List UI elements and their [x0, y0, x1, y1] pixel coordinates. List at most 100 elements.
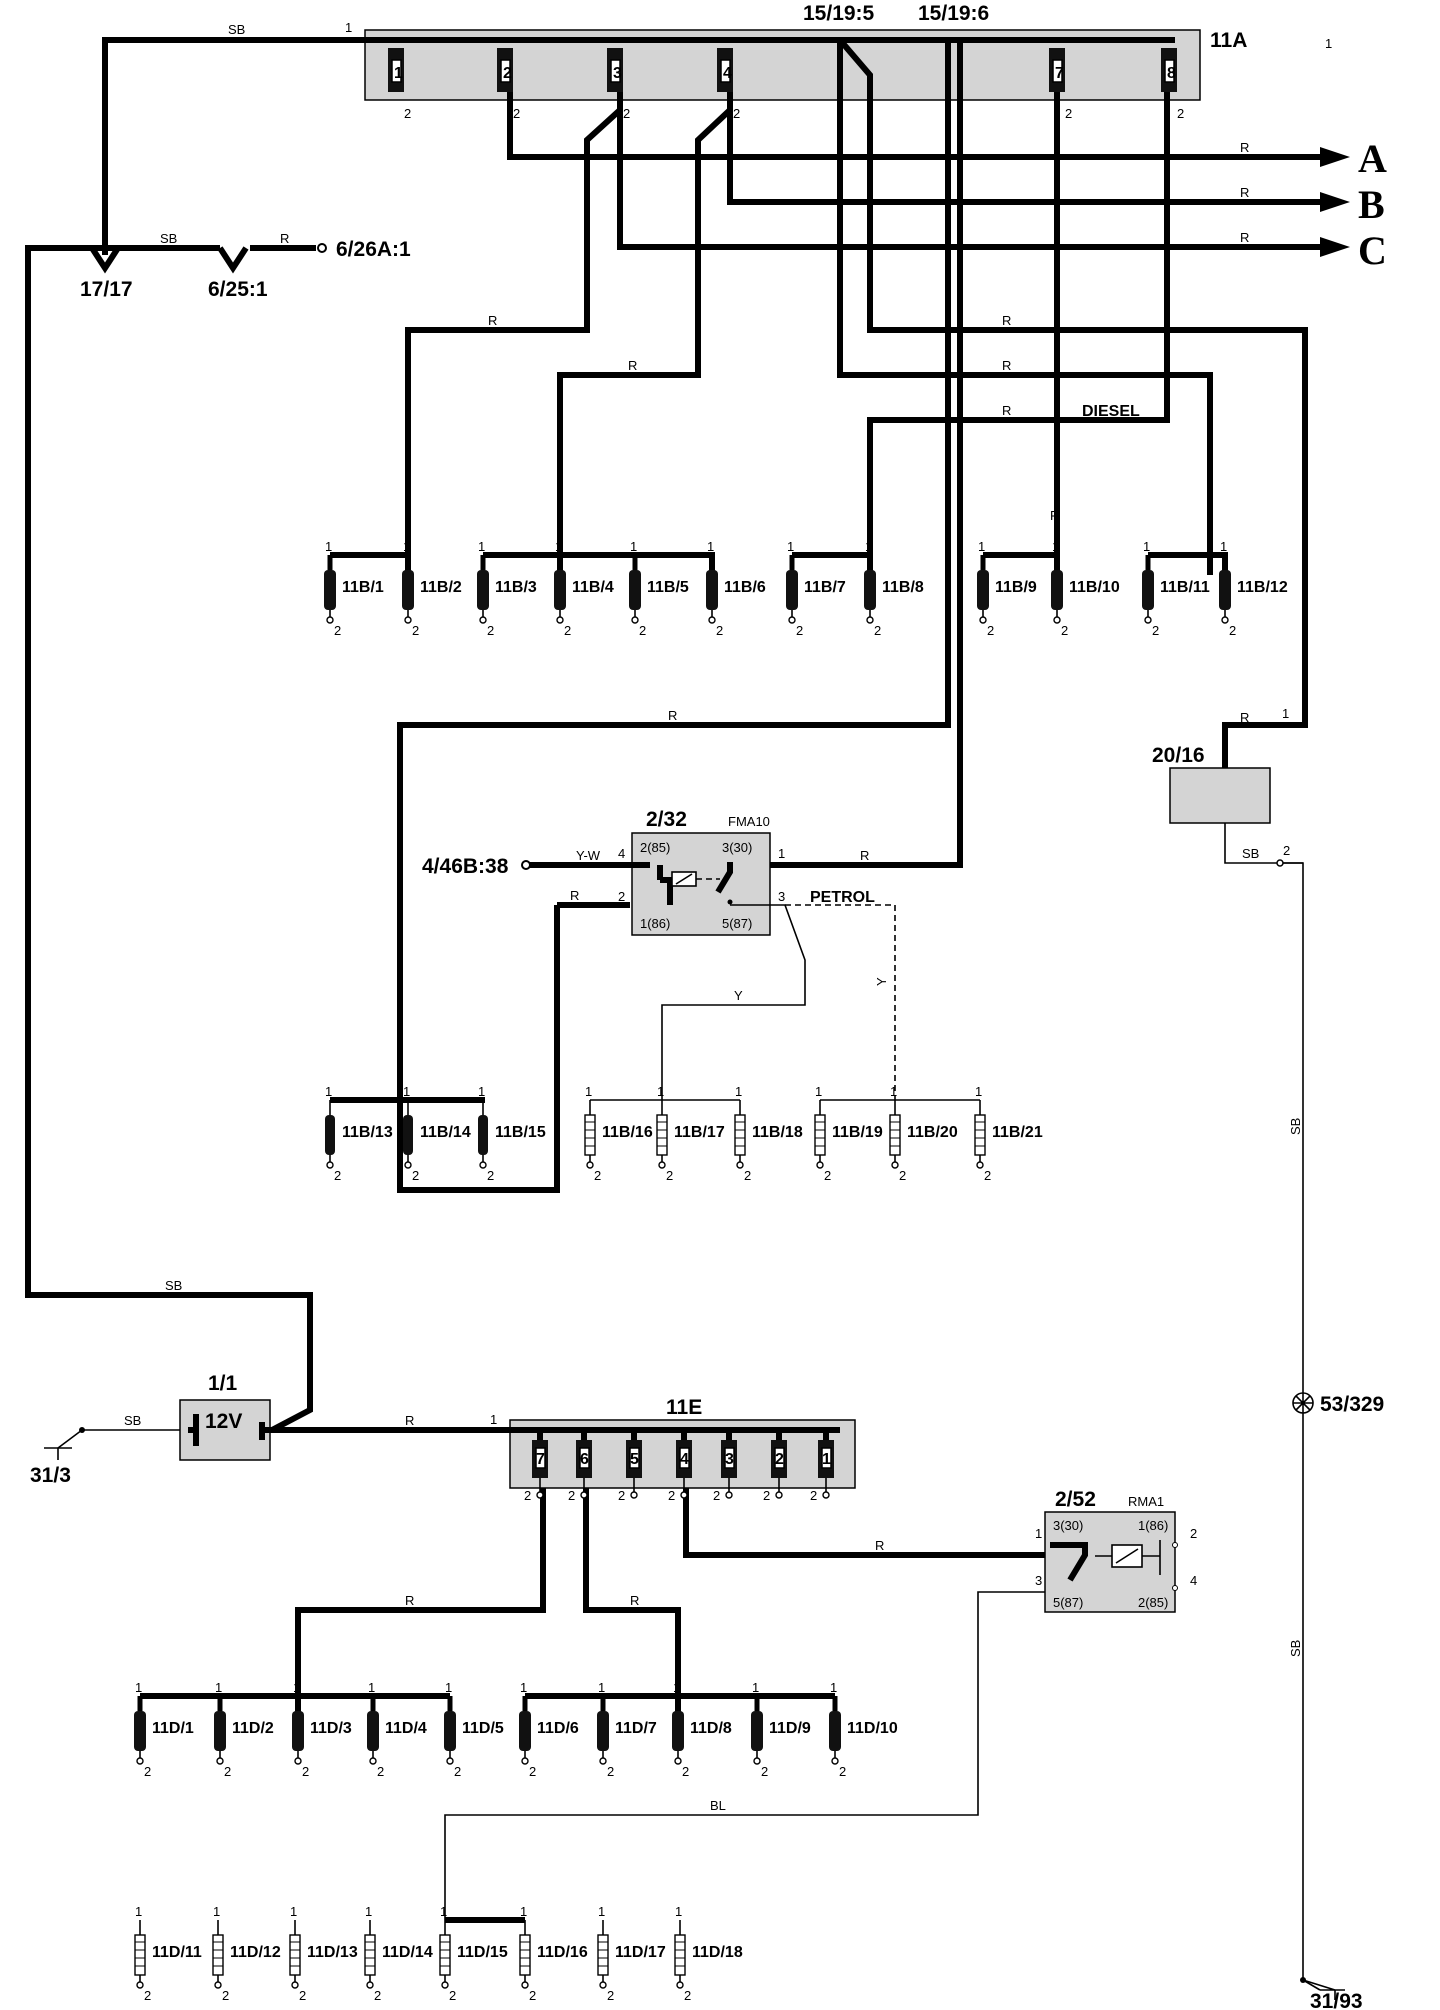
fusebox-11a-terminals [388, 48, 1177, 92]
fuse-label: 11B/15 [495, 1124, 546, 1141]
fuse-pin-1: 1 [403, 1084, 410, 1099]
fuse-pin-2: 2 [299, 1988, 306, 2003]
output-a: A [1358, 136, 1387, 181]
pin-11a-in: 1 [345, 20, 352, 35]
fuse-pin-1: 1 [675, 1904, 682, 1919]
ground-31-93 [1300, 1977, 1345, 2000]
fuse-pin-1: 1 [830, 1680, 837, 1695]
relay-2-32-label: 2/32 [646, 808, 687, 831]
wc-y-dashed: Y [874, 977, 889, 986]
pin-252-2: 2 [1190, 1526, 1197, 1541]
fuse-label: 11B/9 [995, 579, 1037, 596]
fuse-11d-13: 1 2 11D/13 [289, 1904, 358, 2003]
fuse-pin-2: 2 [682, 1764, 689, 1779]
fuse-label: 11D/13 [307, 1944, 358, 1961]
fuse-pin-2: 2 [824, 1168, 831, 1183]
wc-r-a: R [1240, 140, 1249, 155]
fuse-pin-2: 2 [1061, 623, 1068, 638]
fuse-pin-2: 2 [529, 1764, 536, 1779]
fuse-pin-1: 1 [478, 539, 485, 554]
pin-2032-87: 5(87) [722, 916, 752, 931]
wire-y-solid [661, 904, 806, 1100]
fuse-label: 11D/18 [692, 1944, 743, 1961]
fuse-group-11b-1: 1211B/11211B/21211B/31211B/41211B/51211B… [324, 539, 1288, 638]
pin-11e-1: 1 [822, 1451, 831, 1468]
pin-11a-7: 7 [1055, 65, 1064, 82]
fuse-pin-1: 1 [815, 1084, 822, 1099]
connector-4-46b: 4/46B:38 [422, 855, 509, 878]
fuse-pin-1: 1 [673, 1680, 680, 1695]
fuse-pin-2: 2 [899, 1168, 906, 1183]
splice-15-19-5: 15/19:5 [803, 2, 875, 25]
fuse-11b-6: 1 2 11B/6 [706, 539, 766, 638]
fusebox-11e-pin-2: 2 [668, 1488, 675, 1503]
connector-6-26a: 6/26A:1 [336, 238, 411, 261]
fuse-label: 11D/4 [385, 1720, 427, 1737]
fuse-pin-1: 1 [1220, 539, 1227, 554]
fuse-pin-2: 2 [487, 623, 494, 638]
fuse-pin-2: 2 [594, 1168, 601, 1183]
pin-11a-3: 3 [613, 65, 622, 82]
fusebox-11e-pin-2: 2 [810, 1488, 817, 1503]
pin-11e-7: 7 [536, 1451, 545, 1468]
ground-31-93-label: 31/93 [1310, 1990, 1363, 2010]
fuse-pin-2: 2 [377, 1764, 384, 1779]
wc-r-2016-in: R [1240, 710, 1249, 725]
wc-r-626: R [280, 231, 289, 246]
fuse-pin-1: 1 [1052, 539, 1059, 554]
splice-marks [89, 243, 327, 274]
fuse-pin-2: 2 [144, 1764, 151, 1779]
fuse-label: 11D/3 [310, 1720, 352, 1737]
wc-r-c: R [1240, 230, 1249, 245]
fusebox-11a-label: 11A [1210, 29, 1247, 52]
battery-voltage: 12V [205, 1410, 242, 1433]
fuse-pin-1: 1 [440, 1904, 447, 1919]
splice-17-17: 17/17 [80, 278, 133, 301]
pin-2032-1: 1 [778, 846, 785, 861]
pin-252-1: 1 [1035, 1526, 1042, 1541]
wc-r-11b10: R [1050, 508, 1059, 523]
fuse-pin-2: 2 [449, 1988, 456, 2003]
bulb-53-329-label: 53/329 [1320, 1393, 1384, 1416]
fuse-pin-1: 1 [365, 1904, 372, 1919]
ground-31-3-label: 31/3 [30, 1464, 71, 1487]
fuse-pin-1: 1 [707, 539, 714, 554]
fuse-pin-2: 2 [716, 623, 723, 638]
fuse-pin-1: 1 [520, 1904, 527, 1919]
fuse-pin-1: 1 [290, 1904, 297, 1919]
fusebox-11e-pin-2: 2 [763, 1488, 770, 1503]
fuse-label: 11B/5 [647, 579, 689, 596]
fuse-pin-1: 1 [978, 539, 985, 554]
pin-252-87: 5(87) [1053, 1595, 1083, 1610]
pin-2016-1: 1 [1282, 706, 1289, 721]
fuse-pin-2: 2 [607, 1764, 614, 1779]
relay-2-52-code: RMA1 [1128, 1494, 1164, 1509]
wc-r-11b2: R [488, 313, 497, 328]
fuse-pin-1: 1 [1143, 539, 1150, 554]
fuse-label: 11D/1 [152, 1720, 194, 1737]
wc-r-11b14: R [668, 708, 677, 723]
fuse-label: 11B/6 [724, 579, 766, 596]
fusebox-11e-pin-2: 2 [524, 1488, 531, 1503]
fuse-label: 11B/7 [804, 579, 846, 596]
fuse-pin-1: 1 [213, 1904, 220, 1919]
fuse-label: 11B/11 [1160, 579, 1210, 596]
fuse-pin-1: 1 [403, 539, 410, 554]
fuse-label: 11B/4 [572, 579, 614, 596]
wc-sb-splice: SB [160, 231, 177, 246]
pin-11b-in: 1 [1325, 36, 1332, 51]
